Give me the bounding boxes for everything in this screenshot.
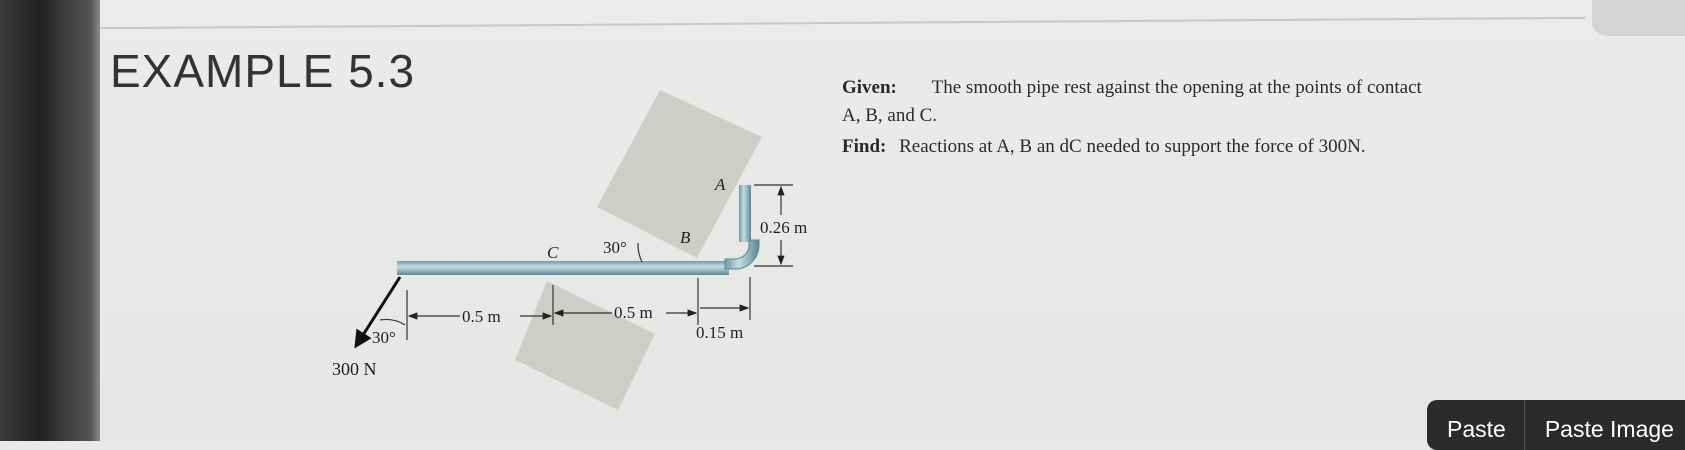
slide: [100, 0, 1685, 441]
example-title: EXAMPLE 5.3: [110, 45, 416, 97]
dimension-lines: [379, 184, 793, 340]
device-bezel: [0, 0, 100, 441]
find-section: Find: Reactions at A, B an dC needed to …: [842, 136, 1366, 158]
label-wall-angle: 30°: [603, 238, 627, 257]
given-text-2: A, B, and C.: [842, 105, 937, 126]
top-button[interactable]: [1592, 0, 1685, 36]
pipe-vertical: [739, 185, 751, 242]
label-force: 300 N: [332, 359, 377, 379]
lower-wall-block: [515, 281, 655, 410]
find-text: Reactions at A, B an dC needed to suppor…: [899, 136, 1366, 157]
given-text: The smooth pipe rest against the opening…: [931, 77, 1422, 98]
label-c: C: [547, 243, 559, 262]
pipe-horizontal: [397, 261, 729, 275]
paste-menu-item[interactable]: Paste: [1447, 416, 1506, 442]
pipe-elbow: [724, 239, 760, 270]
label-dim-4: 0.26 m: [760, 218, 807, 237]
label-dim-3: 0.15 m: [696, 323, 743, 342]
label-force-angle: 30°: [372, 328, 396, 347]
menu-separator: [1523, 400, 1525, 450]
find-label: Find:: [842, 136, 887, 157]
label-dim-2: 0.5 m: [614, 303, 653, 322]
label-a: A: [714, 175, 726, 194]
paste-image-menu-item[interactable]: Paste Image: [1544, 416, 1674, 442]
context-menu: Paste Paste Image: [1427, 400, 1685, 450]
upper-wall-block: [597, 90, 762, 258]
label-dim-1: 0.5 m: [462, 307, 501, 326]
force-arrow: [354, 276, 402, 349]
label-b: B: [680, 228, 691, 247]
given-section: Given: The smooth pipe rest against the …: [842, 74, 1422, 130]
given-label: Given:: [842, 77, 897, 98]
